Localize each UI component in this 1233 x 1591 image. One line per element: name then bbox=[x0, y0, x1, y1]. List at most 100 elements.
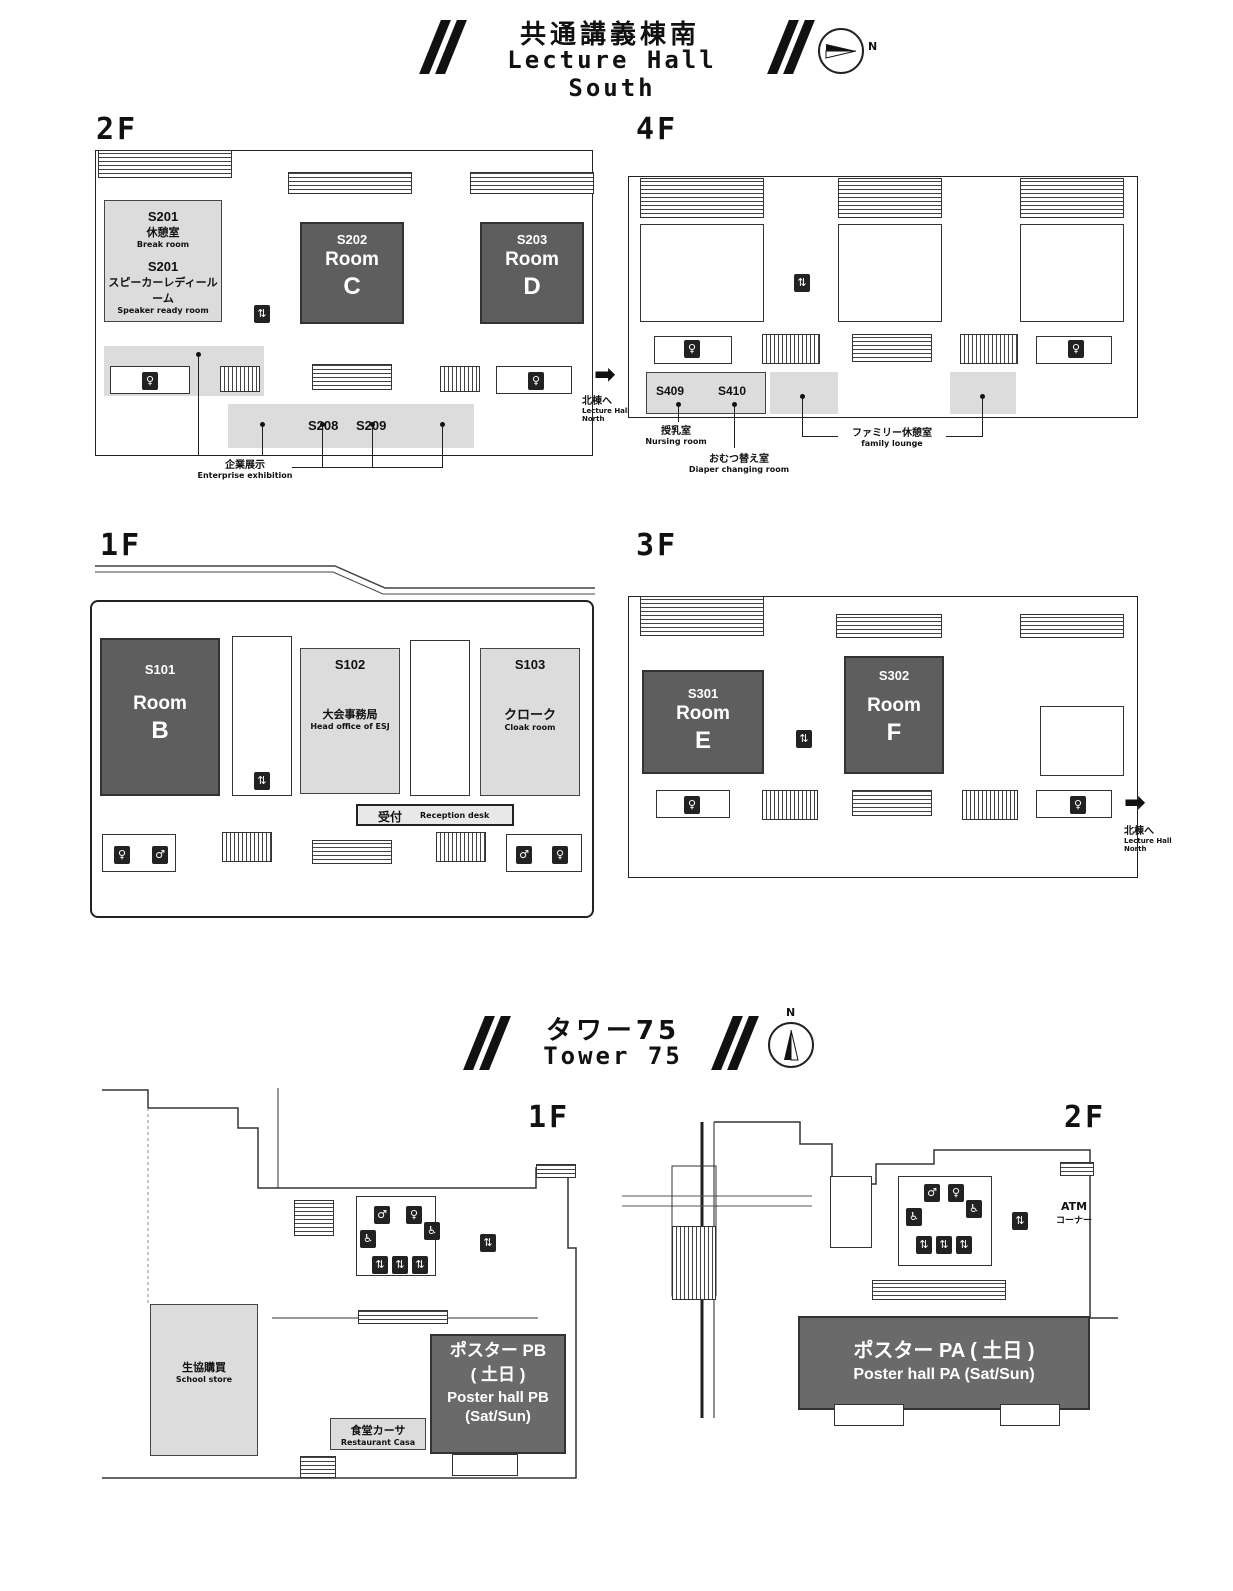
leader-line bbox=[372, 426, 373, 468]
stairs-2f-right bbox=[440, 366, 480, 392]
restaurant-casa[interactable]: 食堂カーサ Restaurant Casa bbox=[330, 1418, 426, 1450]
leader-line bbox=[292, 467, 443, 468]
room-s201[interactable]: S201 休憩室 Break room S201 スピーカーレディールーム Sp… bbox=[104, 200, 222, 322]
escalator-3f bbox=[852, 790, 932, 816]
atm-corner[interactable]: ATM コーナー bbox=[1052, 1200, 1096, 1226]
leader-line bbox=[442, 426, 443, 468]
restroom-icon: ♂ bbox=[374, 1206, 390, 1224]
balcony-4f-2 bbox=[838, 178, 942, 218]
s101-number: S101 bbox=[144, 662, 176, 677]
s202-name: Room bbox=[325, 249, 379, 270]
stairs-4f-left bbox=[762, 334, 820, 364]
elevator-icon: ⇅ bbox=[916, 1236, 932, 1254]
room-s301[interactable]: S301 Room E bbox=[642, 670, 764, 774]
restroom-icon: ♂ bbox=[924, 1184, 940, 1202]
to-north-label-3f[interactable]: 北棟へ Lecture Hall North bbox=[1124, 822, 1188, 853]
s102-en: Head office of ESJ bbox=[310, 722, 390, 731]
to-north-jp: 北棟へ bbox=[582, 396, 612, 407]
restroom-2f-left bbox=[110, 366, 190, 394]
restroom-icon: ♂ bbox=[152, 846, 168, 864]
marker bbox=[800, 394, 805, 399]
leader-line bbox=[198, 356, 199, 456]
s203-name: Room bbox=[505, 249, 559, 270]
restroom-icon: ♀ bbox=[142, 372, 158, 390]
arrow-right-icon: ➡ bbox=[1124, 788, 1146, 818]
s201-break-en: Break room bbox=[136, 240, 190, 249]
to-north-label-2f[interactable]: 北棟へ Lecture Hall North bbox=[582, 392, 632, 423]
leader-line bbox=[802, 436, 838, 437]
balcony-4f-3 bbox=[1020, 178, 1124, 218]
room-s409[interactable]: S409 bbox=[656, 384, 685, 398]
to-north-en1: Lecture Hall bbox=[1124, 837, 1172, 845]
t75-2f-escalator bbox=[872, 1280, 1006, 1300]
room-s302[interactable]: S302 Room F bbox=[844, 656, 944, 774]
corridor-1f-b bbox=[410, 640, 470, 796]
exhibit-marker bbox=[320, 422, 325, 427]
family-lounge-label: ファミリー休憩室 family lounge bbox=[836, 424, 948, 448]
to-north-jp: 北棟へ bbox=[1124, 826, 1154, 837]
s302-number: S302 bbox=[878, 668, 910, 683]
school-store[interactable]: 生協購買 School store bbox=[150, 1304, 258, 1456]
s409-label: 授乳室 Nursing room bbox=[636, 422, 716, 446]
s301-name: Room bbox=[676, 703, 730, 724]
t75-stairs-3 bbox=[300, 1456, 336, 1478]
poster-pa-jp: ポスター PA ( 土日 ) bbox=[853, 1340, 1035, 1362]
exhibit-marker bbox=[196, 352, 201, 357]
room-s103[interactable]: S103 クローク Cloak room bbox=[480, 648, 580, 796]
room-3f-c bbox=[1040, 706, 1124, 776]
t75-floor-label-1f: 1F bbox=[528, 1100, 571, 1135]
s203-number: S203 bbox=[516, 232, 548, 247]
restroom-icon: ♂ bbox=[516, 846, 532, 864]
leader-line bbox=[262, 426, 263, 456]
room-s101[interactable]: S101 Room B bbox=[100, 638, 220, 796]
marker bbox=[676, 402, 681, 407]
atm-jp: コーナー bbox=[1055, 1216, 1092, 1226]
floor-label-1f: 1F bbox=[100, 528, 143, 563]
leader-line bbox=[802, 398, 803, 436]
room-s410[interactable]: S410 bbox=[718, 384, 747, 398]
s410-jp: おむつ替え室 bbox=[709, 454, 769, 465]
elevator-icon: ⇅ bbox=[1012, 1212, 1028, 1230]
exhibit-marker bbox=[440, 422, 445, 427]
t75-2f-core-left bbox=[830, 1176, 872, 1248]
lhs-title-en: Lecture Hall South bbox=[507, 46, 717, 102]
poster-hall-pa[interactable]: ポスター PA ( 土日 ) Poster hall PA (Sat/Sun) bbox=[798, 1316, 1090, 1410]
elevator-icon: ⇅ bbox=[936, 1236, 952, 1254]
s102-number: S102 bbox=[334, 657, 366, 672]
leader-line bbox=[322, 426, 323, 468]
restroom-icon: ♀ bbox=[1068, 340, 1084, 358]
restroom-icon: ♀ bbox=[684, 340, 700, 358]
poster-hall-pb[interactable]: ポスター PB ( 土日 ) Poster hall PB (Sat/Sun) bbox=[430, 1334, 566, 1454]
reception-jp: 受付 bbox=[378, 810, 403, 824]
escalator-4f bbox=[852, 334, 932, 362]
stairs-3f-left bbox=[762, 790, 818, 820]
room-s203[interactable]: S203 Room D bbox=[480, 222, 584, 324]
reception-desk[interactable]: 受付 Reception desk bbox=[356, 804, 514, 826]
poster-pb-jp: ポスター PB bbox=[449, 1341, 547, 1360]
s201-speaker-jp: スピーカーレディールーム bbox=[108, 276, 218, 305]
restroom-icon: ♀ bbox=[406, 1206, 422, 1224]
accessible-icon: ♿ bbox=[424, 1222, 440, 1240]
leader-line bbox=[198, 455, 263, 456]
t75-title-en: Tower 75 bbox=[543, 1042, 683, 1070]
restroom-icon: ♀ bbox=[552, 846, 568, 864]
stairs-1f-left bbox=[222, 832, 272, 862]
family-jp: ファミリー休憩室 bbox=[852, 428, 932, 439]
balcony-2f-c bbox=[288, 172, 412, 194]
t75-2f-entrance-right bbox=[1000, 1404, 1060, 1426]
restroom-icon: ♀ bbox=[948, 1184, 964, 1202]
leader-line bbox=[946, 436, 983, 437]
restroom-icon: ♀ bbox=[114, 846, 130, 864]
stairs-2f-left bbox=[220, 366, 260, 392]
room-s102[interactable]: S102 大会事務局 Head office of ESJ bbox=[300, 648, 400, 794]
s302-letter: F bbox=[886, 719, 902, 746]
t75-2f-stairs-right bbox=[1060, 1162, 1094, 1176]
atm-en: ATM bbox=[1060, 1200, 1088, 1213]
elevator-icon: ⇅ bbox=[796, 730, 812, 748]
room-s202[interactable]: S202 Room C bbox=[300, 222, 404, 324]
t75-floor-label-2f: 2F bbox=[1064, 1100, 1107, 1135]
floor-label-3f: 3F bbox=[636, 528, 679, 563]
restroom-icon: ♀ bbox=[1070, 796, 1086, 814]
s201-break-jp: 休憩室 bbox=[146, 226, 180, 239]
leader-line bbox=[734, 406, 735, 448]
